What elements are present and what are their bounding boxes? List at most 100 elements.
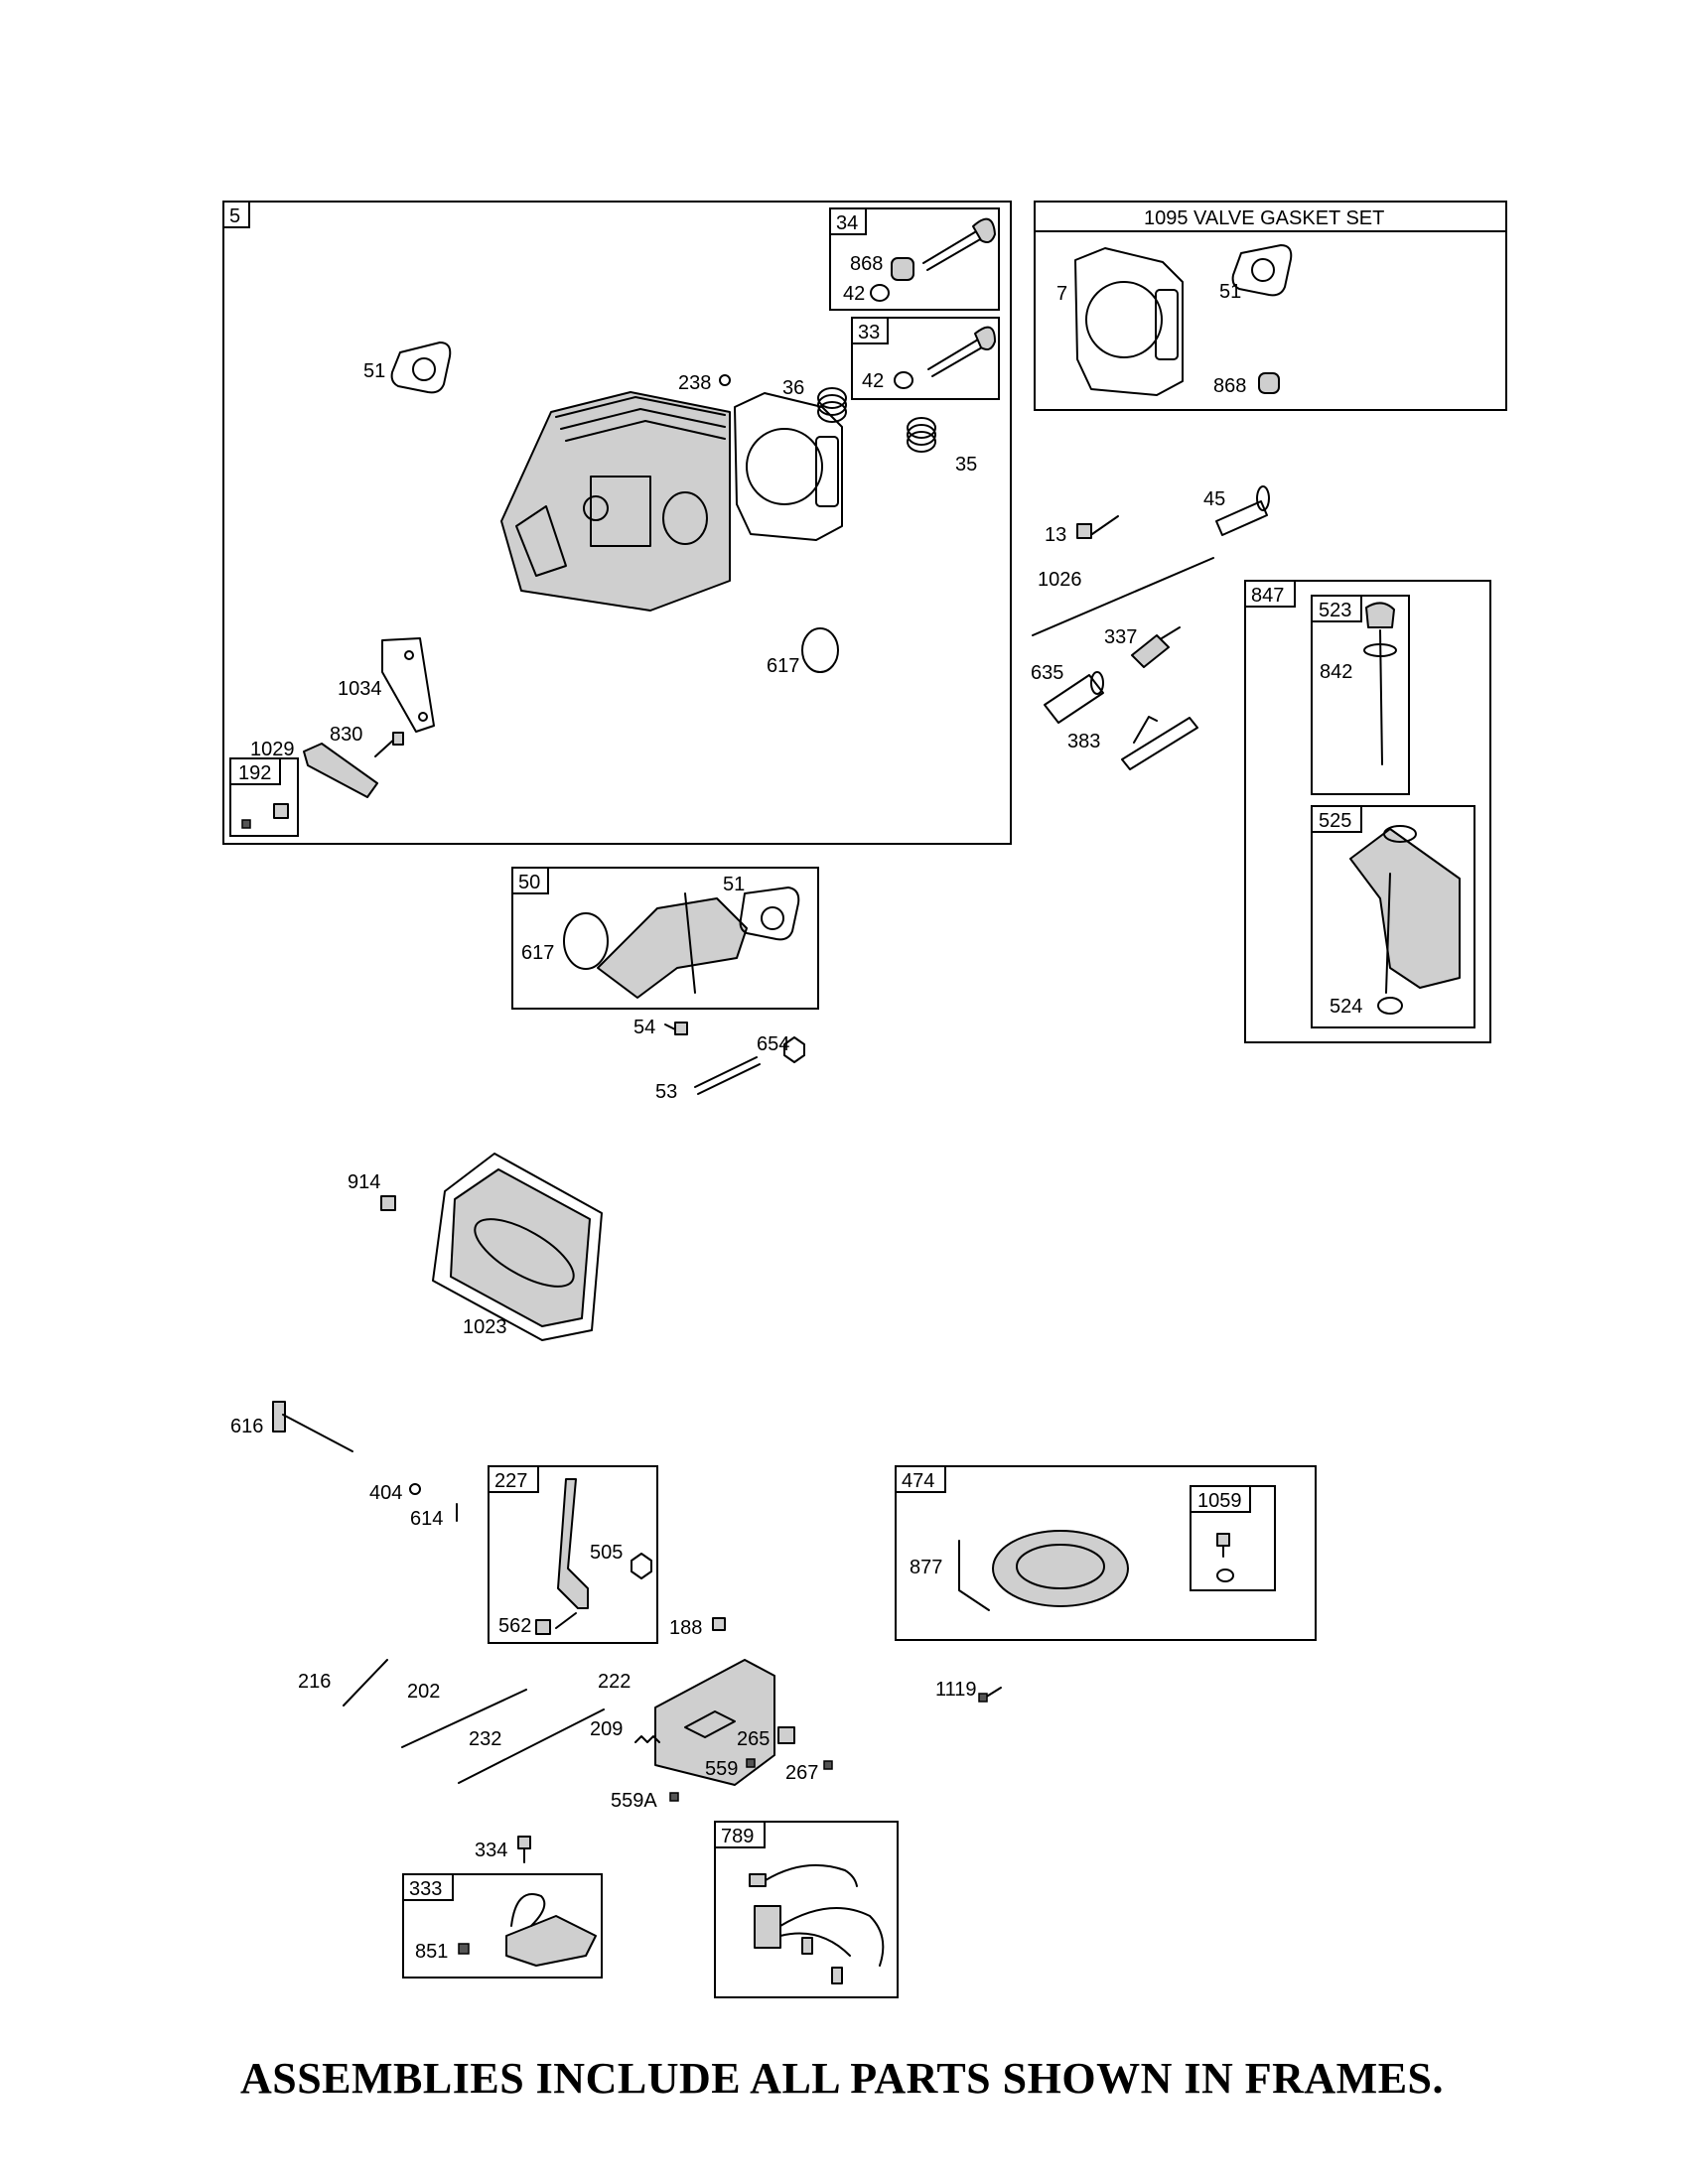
manifold-50-part: [597, 892, 748, 999]
label-524: 524: [1330, 996, 1362, 1018]
label-914: 914: [348, 1171, 380, 1193]
o-ring-524-part: [1377, 997, 1403, 1015]
frame-847: 847: [1244, 580, 1491, 1043]
spring-36-part: [817, 387, 847, 423]
label-1029: 1029: [250, 739, 295, 760]
label-42-a: 42: [843, 283, 865, 305]
dipstick-523-part: [1365, 602, 1395, 765]
label-830: 830: [330, 724, 362, 746]
frame-5: 5: [222, 201, 1012, 845]
label-267: 267: [785, 1762, 818, 1784]
label-868-a: 868: [850, 253, 883, 275]
label-562: 562: [498, 1615, 531, 1637]
nut-192-part: [241, 803, 289, 829]
cylinder-head-part: [500, 391, 731, 612]
link-202-part: [401, 1689, 527, 1748]
label-51-a: 51: [363, 360, 385, 382]
valve-cover-1023-part: [432, 1153, 603, 1341]
label-13: 13: [1045, 524, 1066, 546]
rocker-1029-part: [303, 743, 378, 798]
label-337: 337: [1104, 626, 1137, 648]
gasket-51-b-part: [1231, 244, 1293, 297]
plate-1034-part: [381, 637, 435, 733]
pushrod-1026-part: [1032, 557, 1214, 636]
clip-265-part: [777, 1726, 795, 1744]
frame-474-id: 474: [902, 1470, 934, 1492]
stud-830-part: [374, 732, 404, 757]
link-232-part: [458, 1708, 605, 1784]
o-ring-842-part: [1363, 643, 1397, 657]
frame-1095-title: 1095 VALVE GASKET SET: [1144, 207, 1384, 229]
harness-789-part: [749, 1863, 885, 1984]
part-238: [719, 374, 731, 386]
washer-404-part: [409, 1483, 421, 1495]
label-53: 53: [655, 1081, 677, 1103]
bracket-222-part: [654, 1659, 775, 1786]
label-209: 209: [590, 1718, 623, 1740]
label-36: 36: [782, 377, 804, 399]
label-1026: 1026: [1038, 569, 1082, 591]
label-222: 222: [598, 1671, 631, 1693]
label-54: 54: [633, 1017, 655, 1038]
frame-50: 50: [511, 867, 819, 1010]
breather-383-part: [1121, 716, 1198, 770]
label-51-b: 51: [1219, 281, 1241, 303]
label-617-b: 617: [521, 942, 554, 964]
frame-227-id: 227: [494, 1470, 527, 1492]
gasket-51-c-part: [739, 887, 800, 941]
nut-505-part: [631, 1553, 652, 1579]
spring-209-part: [634, 1735, 660, 1743]
label-51-c: 51: [723, 874, 745, 895]
exhaust-valve-part: [922, 217, 996, 271]
frame-847-id: 847: [1251, 585, 1284, 607]
nut-654-part: [783, 1036, 805, 1063]
link-216-part: [343, 1659, 388, 1706]
label-868-b: 868: [1213, 375, 1246, 397]
ring-42a-part: [870, 284, 890, 302]
frame-525: 525: [1311, 805, 1475, 1028]
frame-192-id: 192: [238, 762, 271, 784]
frame-333-id: 333: [409, 1878, 442, 1900]
screw-1119-part: [978, 1687, 1002, 1703]
label-851: 851: [415, 1941, 448, 1963]
frame-192: 192: [229, 757, 299, 837]
frame-50-id: 50: [518, 872, 540, 893]
frame-333: 333: [402, 1873, 603, 1979]
bolt-914-part: [380, 1195, 396, 1211]
label-45: 45: [1203, 488, 1225, 510]
frame-1095: 1095 VALVE GASKET SET: [1034, 201, 1507, 411]
o-ring-617-a-part: [801, 627, 839, 673]
frame-34-id: 34: [836, 212, 858, 234]
bolt-334-part: [517, 1836, 531, 1863]
tube-45-part: [1215, 485, 1270, 536]
bolt-13-part: [1076, 515, 1119, 539]
seat-868-part: [891, 257, 914, 281]
footer-note: ASSEMBLIES INCLUDE ALL PARTS SHOWN IN FR…: [239, 2054, 1445, 2103]
frame-789-id: 789: [721, 1826, 754, 1847]
frame-5-id: 5: [229, 205, 240, 227]
frame-474: 474: [895, 1465, 1317, 1641]
label-505: 505: [590, 1542, 623, 1564]
label-404: 404: [369, 1482, 402, 1504]
label-383: 383: [1067, 731, 1100, 752]
sensor-337-part: [1131, 626, 1181, 668]
ring-42b-part: [894, 371, 913, 389]
bolt-562-part: [535, 1612, 577, 1635]
label-232: 232: [469, 1728, 501, 1750]
label-42-b: 42: [862, 370, 884, 392]
frame-33-id: 33: [858, 322, 880, 343]
spring-35-part: [907, 417, 936, 453]
frame-33: 33: [851, 317, 1000, 400]
label-616: 616: [230, 1416, 263, 1437]
label-238: 238: [678, 372, 711, 394]
label-188: 188: [669, 1617, 702, 1639]
label-654: 654: [757, 1033, 789, 1055]
bolt-188-part: [712, 1617, 726, 1631]
governor-arm-227-part: [557, 1478, 589, 1609]
frame-227: 227: [488, 1465, 658, 1644]
lever-616-part: [272, 1401, 353, 1452]
screw-851-part: [458, 1943, 470, 1955]
label-614: 614: [410, 1508, 443, 1530]
label-559A: 559A: [611, 1790, 657, 1812]
